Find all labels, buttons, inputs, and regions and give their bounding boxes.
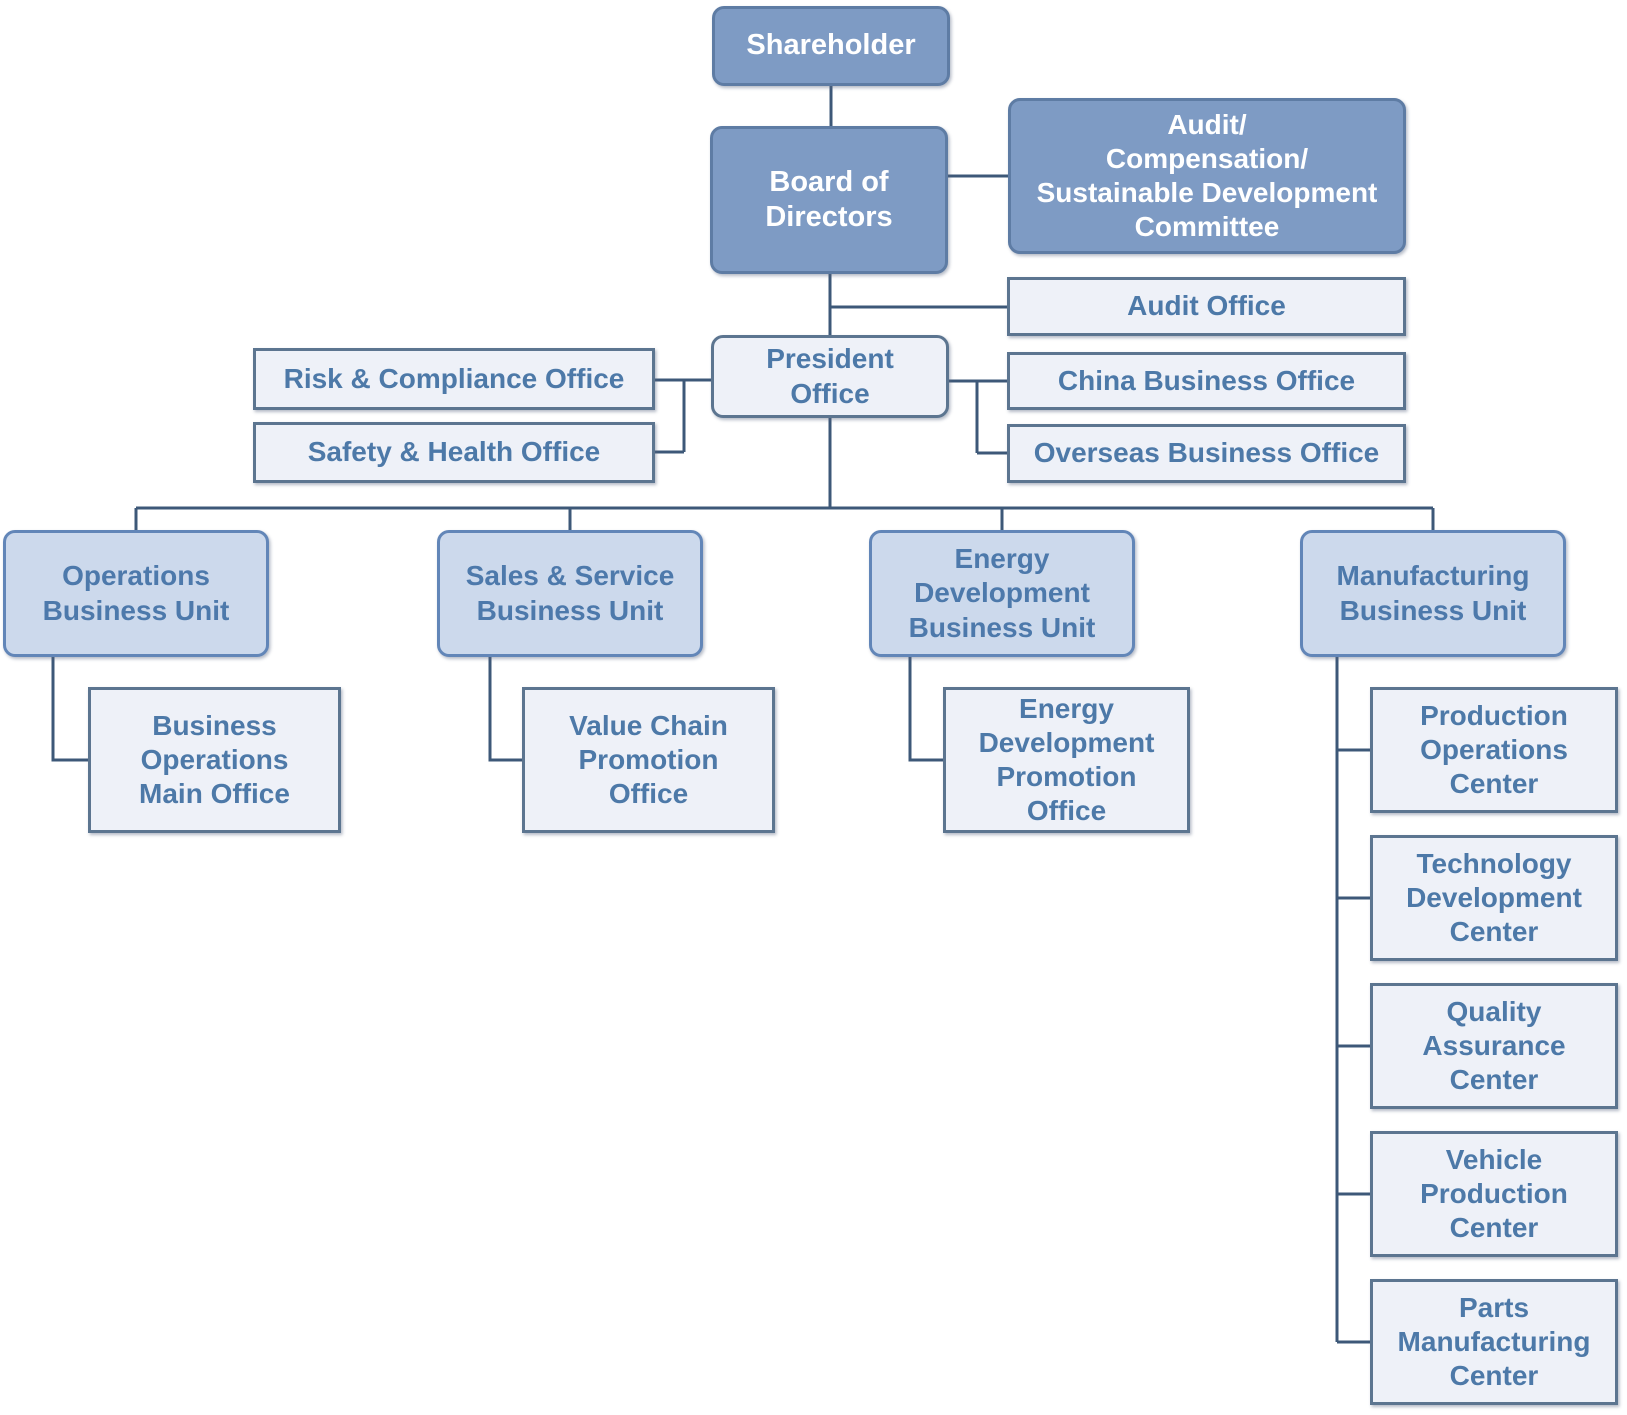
node-overseas-business-office-label: Overseas Business Office	[1033, 437, 1380, 469]
node-president-office: President Office	[711, 335, 949, 418]
node-vehicle-production-center: Vehicle Production Center	[1370, 1131, 1618, 1257]
node-energy-development-business-unit: Energy Development Business Unit	[869, 530, 1135, 657]
node-risk-compliance-office-label: Risk & Compliance Office	[283, 362, 625, 394]
node-president-office-label: President Office	[766, 343, 894, 409]
node-china-business-office-label: China Business Office	[1057, 364, 1356, 396]
node-operations-business-unit: Operations Business Unit	[3, 530, 269, 657]
node-operations-business-unit-label: Operations Business Unit	[42, 560, 230, 626]
node-manufacturing-business-unit-label: Manufacturing Business Unit	[1336, 560, 1530, 626]
connector-operations-child	[51, 657, 88, 762]
node-technology-development-center-label: Technology Development Center	[1406, 847, 1582, 948]
connector-sales-child	[488, 657, 522, 762]
node-value-chain-promotion-office: Value Chain Promotion Office	[522, 687, 775, 833]
node-overseas-business-office: Overseas Business Office	[1007, 424, 1406, 483]
node-quality-assurance-center: Quality Assurance Center	[1370, 983, 1618, 1109]
node-production-operations-center-label: Production Operations Center	[1420, 699, 1568, 800]
node-audit-office-label: Audit Office	[1127, 290, 1286, 322]
node-safety-health-office-label: Safety & Health Office	[307, 436, 601, 468]
node-china-business-office: China Business Office	[1007, 352, 1406, 410]
node-committee-label: Audit/ Compensation/ Sustainable Develop…	[1036, 108, 1378, 243]
node-board-of-directors: Board of Directors	[710, 126, 948, 274]
node-quality-assurance-center-label: Quality Assurance Center	[1422, 995, 1566, 1096]
node-business-operations-main-office-label: Business Operations Main Office	[139, 709, 290, 810]
node-energy-development-promotion-office-label: Energy Development Promotion Office	[978, 692, 1155, 827]
node-shareholder-label: Shareholder	[746, 29, 916, 62]
node-sales-service-business-unit: Sales & Service Business Unit	[437, 530, 703, 657]
node-board-of-directors-label: Board of Directors	[765, 165, 893, 233]
node-energy-development-business-unit-label: Energy Development Business Unit	[908, 543, 1096, 643]
node-risk-compliance-office: Risk & Compliance Office	[253, 348, 655, 410]
node-parts-manufacturing-center: Parts Manufacturing Center	[1370, 1279, 1618, 1405]
node-audit-office: Audit Office	[1007, 277, 1406, 336]
node-safety-health-office: Safety & Health Office	[253, 422, 655, 483]
node-technology-development-center: Technology Development Center	[1370, 835, 1618, 961]
node-shareholder: Shareholder	[712, 6, 950, 86]
node-vehicle-production-center-label: Vehicle Production Center	[1420, 1143, 1568, 1244]
node-manufacturing-business-unit: Manufacturing Business Unit	[1300, 530, 1566, 657]
node-production-operations-center: Production Operations Center	[1370, 687, 1618, 813]
node-energy-development-promotion-office: Energy Development Promotion Office	[943, 687, 1190, 833]
node-value-chain-promotion-office-label: Value Chain Promotion Office	[569, 709, 728, 810]
connector-energy-child	[908, 657, 943, 762]
node-sales-service-business-unit-label: Sales & Service Business Unit	[465, 560, 675, 626]
node-business-operations-main-office: Business Operations Main Office	[88, 687, 341, 833]
node-parts-manufacturing-center-label: Parts Manufacturing Center	[1397, 1291, 1591, 1392]
node-committee: Audit/ Compensation/ Sustainable Develop…	[1008, 98, 1406, 254]
